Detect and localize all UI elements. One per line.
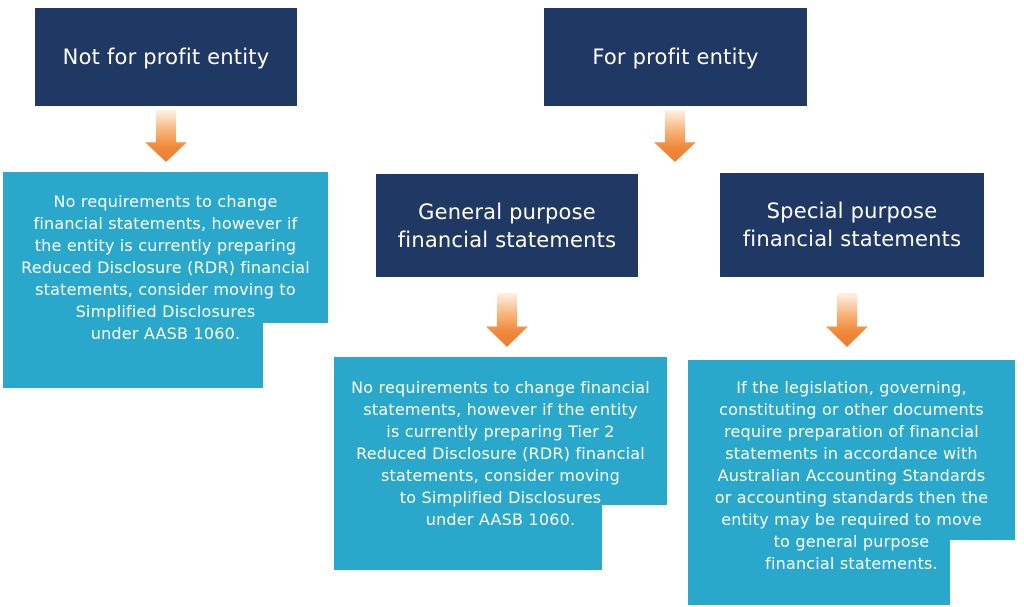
for-profit-entity-label: For profit entity [592,45,759,69]
down-arrow-icon [486,293,528,347]
folded-corner-icon [950,540,1015,605]
general-purpose-note: No requirements to change financial stat… [334,357,667,570]
not-for-profit-entity-label: Not for profit entity [62,45,270,69]
folded-corner-icon [263,323,328,388]
special-purpose-note-text: If the legislation, governing, constitut… [714,378,989,573]
special-purpose-label: Special purpose financial statements [742,199,962,251]
general-purpose-note-text: No requirements to change financial stat… [351,378,650,529]
not-for-profit-note: No requirements to change financial stat… [3,172,328,388]
down-arrow-icon [826,293,868,347]
general-purpose-label: General purpose financial statements [397,199,617,252]
folded-corner-icon [602,505,667,570]
not-for-profit-entity-box: Not for profit entity [35,8,297,106]
special-purpose-box: Special purpose financial statements [720,173,984,277]
down-arrow-icon [654,110,696,162]
not-for-profit-note-text: No requirements to change financial stat… [21,192,310,343]
general-purpose-box: General purpose financial statements [376,174,638,277]
down-arrow-icon [145,110,187,162]
for-profit-entity-box: For profit entity [544,8,807,106]
special-purpose-note: If the legislation, governing, constitut… [688,360,1015,605]
